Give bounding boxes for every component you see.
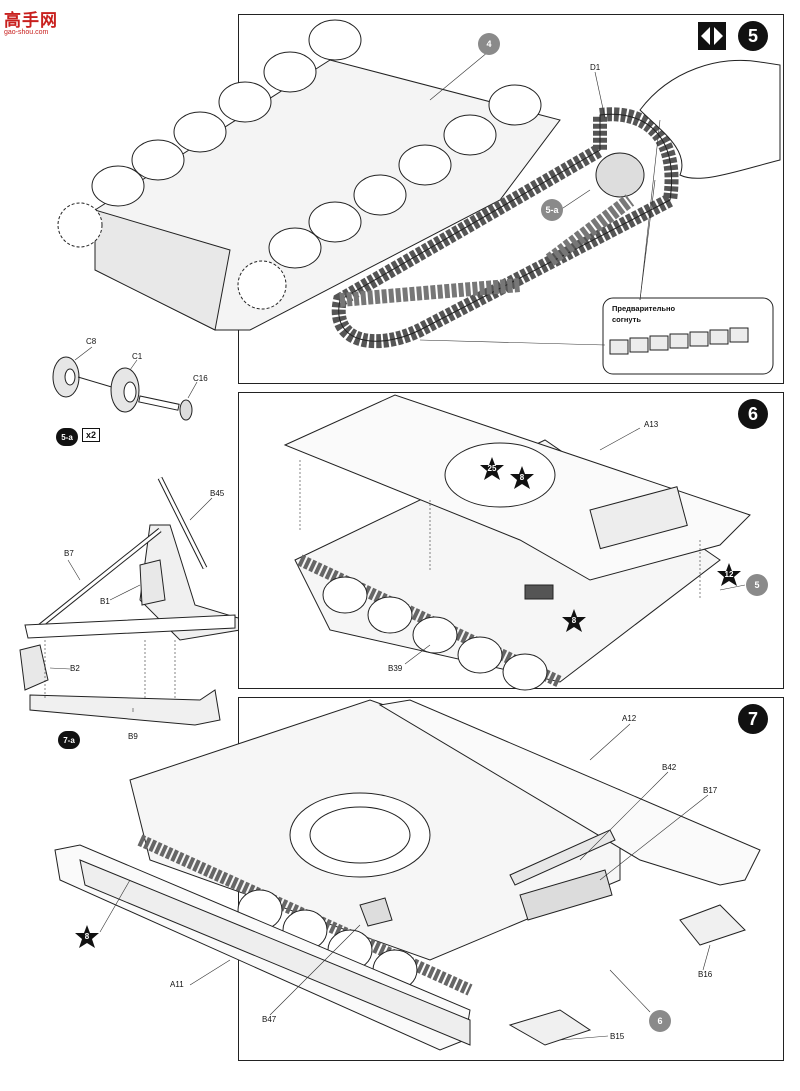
star-badge-8-step7: 8	[74, 924, 100, 950]
step-number-7: 7	[738, 704, 768, 734]
part-label-b15: B15	[610, 1032, 625, 1041]
star-badge-8-bottom: 8	[561, 608, 587, 634]
step-number-5: 5	[738, 21, 768, 51]
part-label-a11: A11	[170, 980, 184, 989]
part-label-b9: B9	[128, 732, 138, 741]
star-label-8-step7: 8	[84, 932, 90, 941]
part-label-c8: C8	[86, 337, 97, 346]
star-badge-8-top: 8	[509, 465, 535, 491]
part-label-c16: C16	[193, 374, 208, 383]
star-label-8-bottom: 8	[571, 616, 577, 625]
ref-badge-6: 6	[649, 1010, 671, 1032]
part-label-b16: B16	[698, 970, 713, 979]
ref-badge-5a: 5-a	[541, 199, 563, 221]
part-label-c1: C1	[132, 352, 143, 361]
ref-badge-7a: 7-a	[58, 731, 80, 749]
logo-name: 高手网	[4, 11, 58, 30]
part-label-a13: A13	[644, 420, 659, 429]
star-label-12: 12	[724, 570, 734, 579]
ref-badge-4: 4	[478, 33, 500, 55]
part-label-b17: B17	[703, 786, 718, 795]
logo-url: gao-shou.com	[4, 29, 49, 36]
part-label-b42: B42	[662, 763, 677, 772]
direction-icon	[697, 21, 727, 51]
part-label-b2: B2	[70, 664, 80, 673]
part-label-b1: B1	[100, 597, 110, 606]
quantity-badge: x2	[82, 428, 101, 442]
part-label-b39: B39	[388, 664, 403, 673]
part-label-a12: A12	[622, 714, 637, 723]
star-label-25: 25	[487, 464, 497, 473]
star-badge-25: 25	[479, 456, 505, 482]
part-label-b7: B7	[64, 549, 74, 558]
part-label-d1: D1	[590, 63, 601, 72]
ref-badge-5a-label: 5-a	[56, 428, 78, 446]
star-label-8-top: 8	[519, 473, 525, 482]
part-label-b47: B47	[262, 1015, 277, 1024]
part-label-b45: B45	[210, 489, 225, 498]
ref-badge-5: 5	[746, 574, 768, 596]
step-number-6: 6	[738, 399, 768, 429]
star-badge-12: 12	[716, 562, 742, 588]
site-logo: 高手网 gao-shou.com	[4, 6, 58, 36]
callout-text: Предварительно согнуть	[612, 304, 676, 324]
